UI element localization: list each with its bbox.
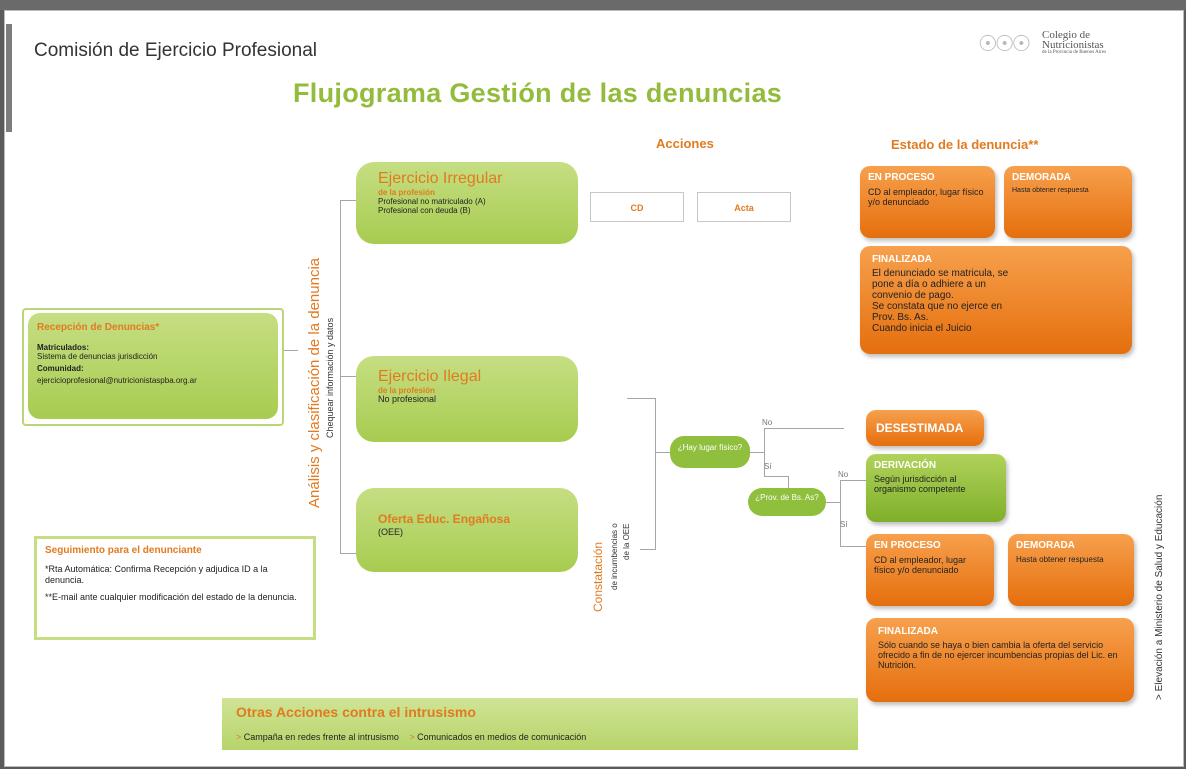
connector-line <box>284 350 298 351</box>
connector-line <box>788 476 789 488</box>
seguimiento-box: Seguimiento para el denunciante *Rta Aut… <box>34 536 316 640</box>
decision2-si-label: Sí <box>840 520 848 529</box>
constatacion-sub-1: de incumbencias o <box>610 523 619 590</box>
ejercicio-ilegal-box: Ejercicio Ilegal de la profesión No prof… <box>356 356 578 442</box>
otras-title: Otras Acciones contra el intrusismo <box>236 704 476 720</box>
constatacion-sub-2: de la OEE <box>622 523 631 560</box>
oferta-engañosa-box: Oferta Educ. Engañosa (OEE) <box>356 488 578 572</box>
demorada-text: Hasta obtener respuesta <box>1016 555 1104 564</box>
proceso-text: CD al empleador, lugar físico y/o denunc… <box>868 187 984 207</box>
connector-line <box>640 549 655 550</box>
connector-line <box>840 480 841 546</box>
header-title: Comisión de Ejercicio Profesional <box>34 40 318 61</box>
connector-line <box>340 200 356 201</box>
seguimiento-title: Seguimiento para el denunciante <box>45 545 202 556</box>
decision2-no-label: No <box>838 470 849 479</box>
elevacion-text: > Elevación a Ministerio de Salud y Educ… <box>1154 494 1165 700</box>
irregular-line-1: Profesional no matriculado (A) <box>378 197 486 206</box>
bullet-icon: > <box>409 732 415 742</box>
otras-items: > Campaña en redes frente al intrusismo … <box>236 732 844 742</box>
matriculados-text: Sistema de denuncias jurisdicción <box>37 352 158 361</box>
proceso-title: EN PROCESO <box>868 172 935 183</box>
logo-icon: ☉☉☉ <box>978 32 1031 57</box>
slide-left-accent <box>6 24 12 132</box>
derivacion-title: DERIVACIÓN <box>874 460 937 471</box>
accion-acta: Acta <box>697 192 791 222</box>
finalizada-text: Sólo cuando se haya o bien cambia la ofe… <box>878 640 1118 670</box>
connector-line <box>764 428 765 476</box>
logo-line-3: de la Provincia de Buenos Aires <box>1042 50 1107 55</box>
estado-demorada-top: DEMORADA Hasta obtener respuesta <box>1004 166 1132 238</box>
logo: ☉☉☉ Colegio de Nutricionistas de la Prov… <box>978 28 1148 68</box>
estado-derivacion: DERIVACIÓN Según jurisdicción al organis… <box>866 454 1006 522</box>
connector-line <box>340 376 356 377</box>
finalizada-line-5: Prov. Bs. As. <box>872 312 929 323</box>
decision-lugar-fisico: ¿Hay lugar físico? <box>670 436 750 468</box>
estado-finalizada-top: FINALIZADA El denunciado se matricula, s… <box>860 246 1132 354</box>
finalizada-line-3: convenio de pago. <box>872 290 954 301</box>
finalizada-line-1: El denunciado se matricula, se <box>872 268 1009 279</box>
otras-item-2: Comunicados en medios de comunicación <box>417 732 587 742</box>
connector-line <box>750 452 764 453</box>
otras-item-1: Campaña en redes frente al intrusismo <box>243 732 399 742</box>
bullet-icon: > <box>236 732 242 742</box>
finalizada-line-4: Se constata que no ejerce en <box>872 301 1003 312</box>
logo-text: Colegio de Nutricionistas de la Provinci… <box>1042 30 1152 56</box>
page-title: Flujograma Gestión de las denuncias <box>293 78 783 108</box>
matriculados-label: Matriculados: <box>37 343 90 352</box>
otras-acciones-box: Otras Acciones contra el intrusismo > Ca… <box>222 698 858 750</box>
connector-line <box>627 398 655 399</box>
recepcion-box: Recepción de Denuncias* Matriculados: Si… <box>28 313 278 419</box>
connector-line <box>764 428 844 429</box>
decision-provincia: ¿Prov. de Bs. As? <box>748 488 826 516</box>
finalizada-title: FINALIZADA <box>872 254 932 265</box>
estado-en-proceso-top: EN PROCESO CD al empleador, lugar físico… <box>860 166 995 238</box>
ejercicio-irregular-box: Ejercicio Irregular de la profesión Prof… <box>356 162 578 244</box>
connector-line <box>655 398 656 550</box>
connector-line <box>826 502 840 503</box>
decision1-si-label: Sí <box>764 462 772 471</box>
demorada-text: Hasta obtener respuesta <box>1012 187 1089 194</box>
analisis-title: Análisis y clasificación de la denuncia <box>306 257 323 508</box>
logo-line-1: Colegio de <box>1042 29 1090 41</box>
seguimiento-line-1: *Rta Automática: Confirma Recepción y ad… <box>45 564 268 585</box>
estado-desestimada: DESESTIMADA <box>866 410 984 446</box>
decision1-no-label: No <box>762 418 773 427</box>
oferta-line-1: (OEE) <box>378 527 404 537</box>
proceso-text: CD al empleador, lugar físico y/o denunc… <box>874 555 967 575</box>
logo-line-2: Nutricionistas <box>1042 39 1104 51</box>
column-heading-acciones: Acciones <box>656 136 714 151</box>
connector-line <box>840 546 868 547</box>
estado-demorada-bottom: DEMORADA Hasta obtener respuesta <box>1008 534 1134 606</box>
estado-finalizada-bottom: FINALIZADA Sólo cuando se haya o bien ca… <box>866 618 1134 702</box>
seguimiento-line-2: **E-mail ante cualquier modificación del… <box>45 592 297 602</box>
window-top-bar <box>0 0 1186 10</box>
comunidad-label: Comunidad: <box>37 364 84 373</box>
irregular-subtitle: de la profesión <box>378 188 435 197</box>
ilegal-title: Ejercicio Ilegal <box>378 368 482 385</box>
irregular-line-2: Profesional con deuda (B) <box>378 206 471 215</box>
estado-en-proceso-bottom: EN PROCESO CD al empleador, lugar físico… <box>866 534 994 606</box>
recepcion-title: Recepción de Denuncias* <box>37 322 160 333</box>
comunidad-email: ejercicioprofesional@nutricionistaspba.o… <box>37 376 197 385</box>
constatacion-title: Constatación <box>591 541 605 612</box>
demorada-title: DEMORADA <box>1016 540 1075 551</box>
connector-line <box>655 452 671 453</box>
column-heading-estado: Estado de la denuncia** <box>891 137 1039 152</box>
ilegal-subtitle: de la profesión <box>378 386 435 395</box>
proceso-title: EN PROCESO <box>874 540 941 551</box>
irregular-title: Ejercicio Irregular <box>378 170 503 187</box>
connector-line <box>764 476 788 477</box>
oferta-title: Oferta Educ. Engañosa <box>378 512 511 526</box>
finalizada-line-2: pone a día o adhiere a un <box>872 279 986 290</box>
connector-line <box>340 553 356 554</box>
accion-cd: CD <box>590 192 684 222</box>
connector-line <box>840 480 868 481</box>
finalizada-title: FINALIZADA <box>878 626 938 637</box>
demorada-title: DEMORADA <box>1012 172 1071 183</box>
analisis-subtitle: Chequear información y datos <box>325 317 335 438</box>
derivacion-text: Según jurisdicción al organismo competen… <box>874 474 966 494</box>
finalizada-line-6: Cuando inicia el Juicio <box>872 323 972 334</box>
ilegal-line-1: No profesional <box>378 394 437 404</box>
